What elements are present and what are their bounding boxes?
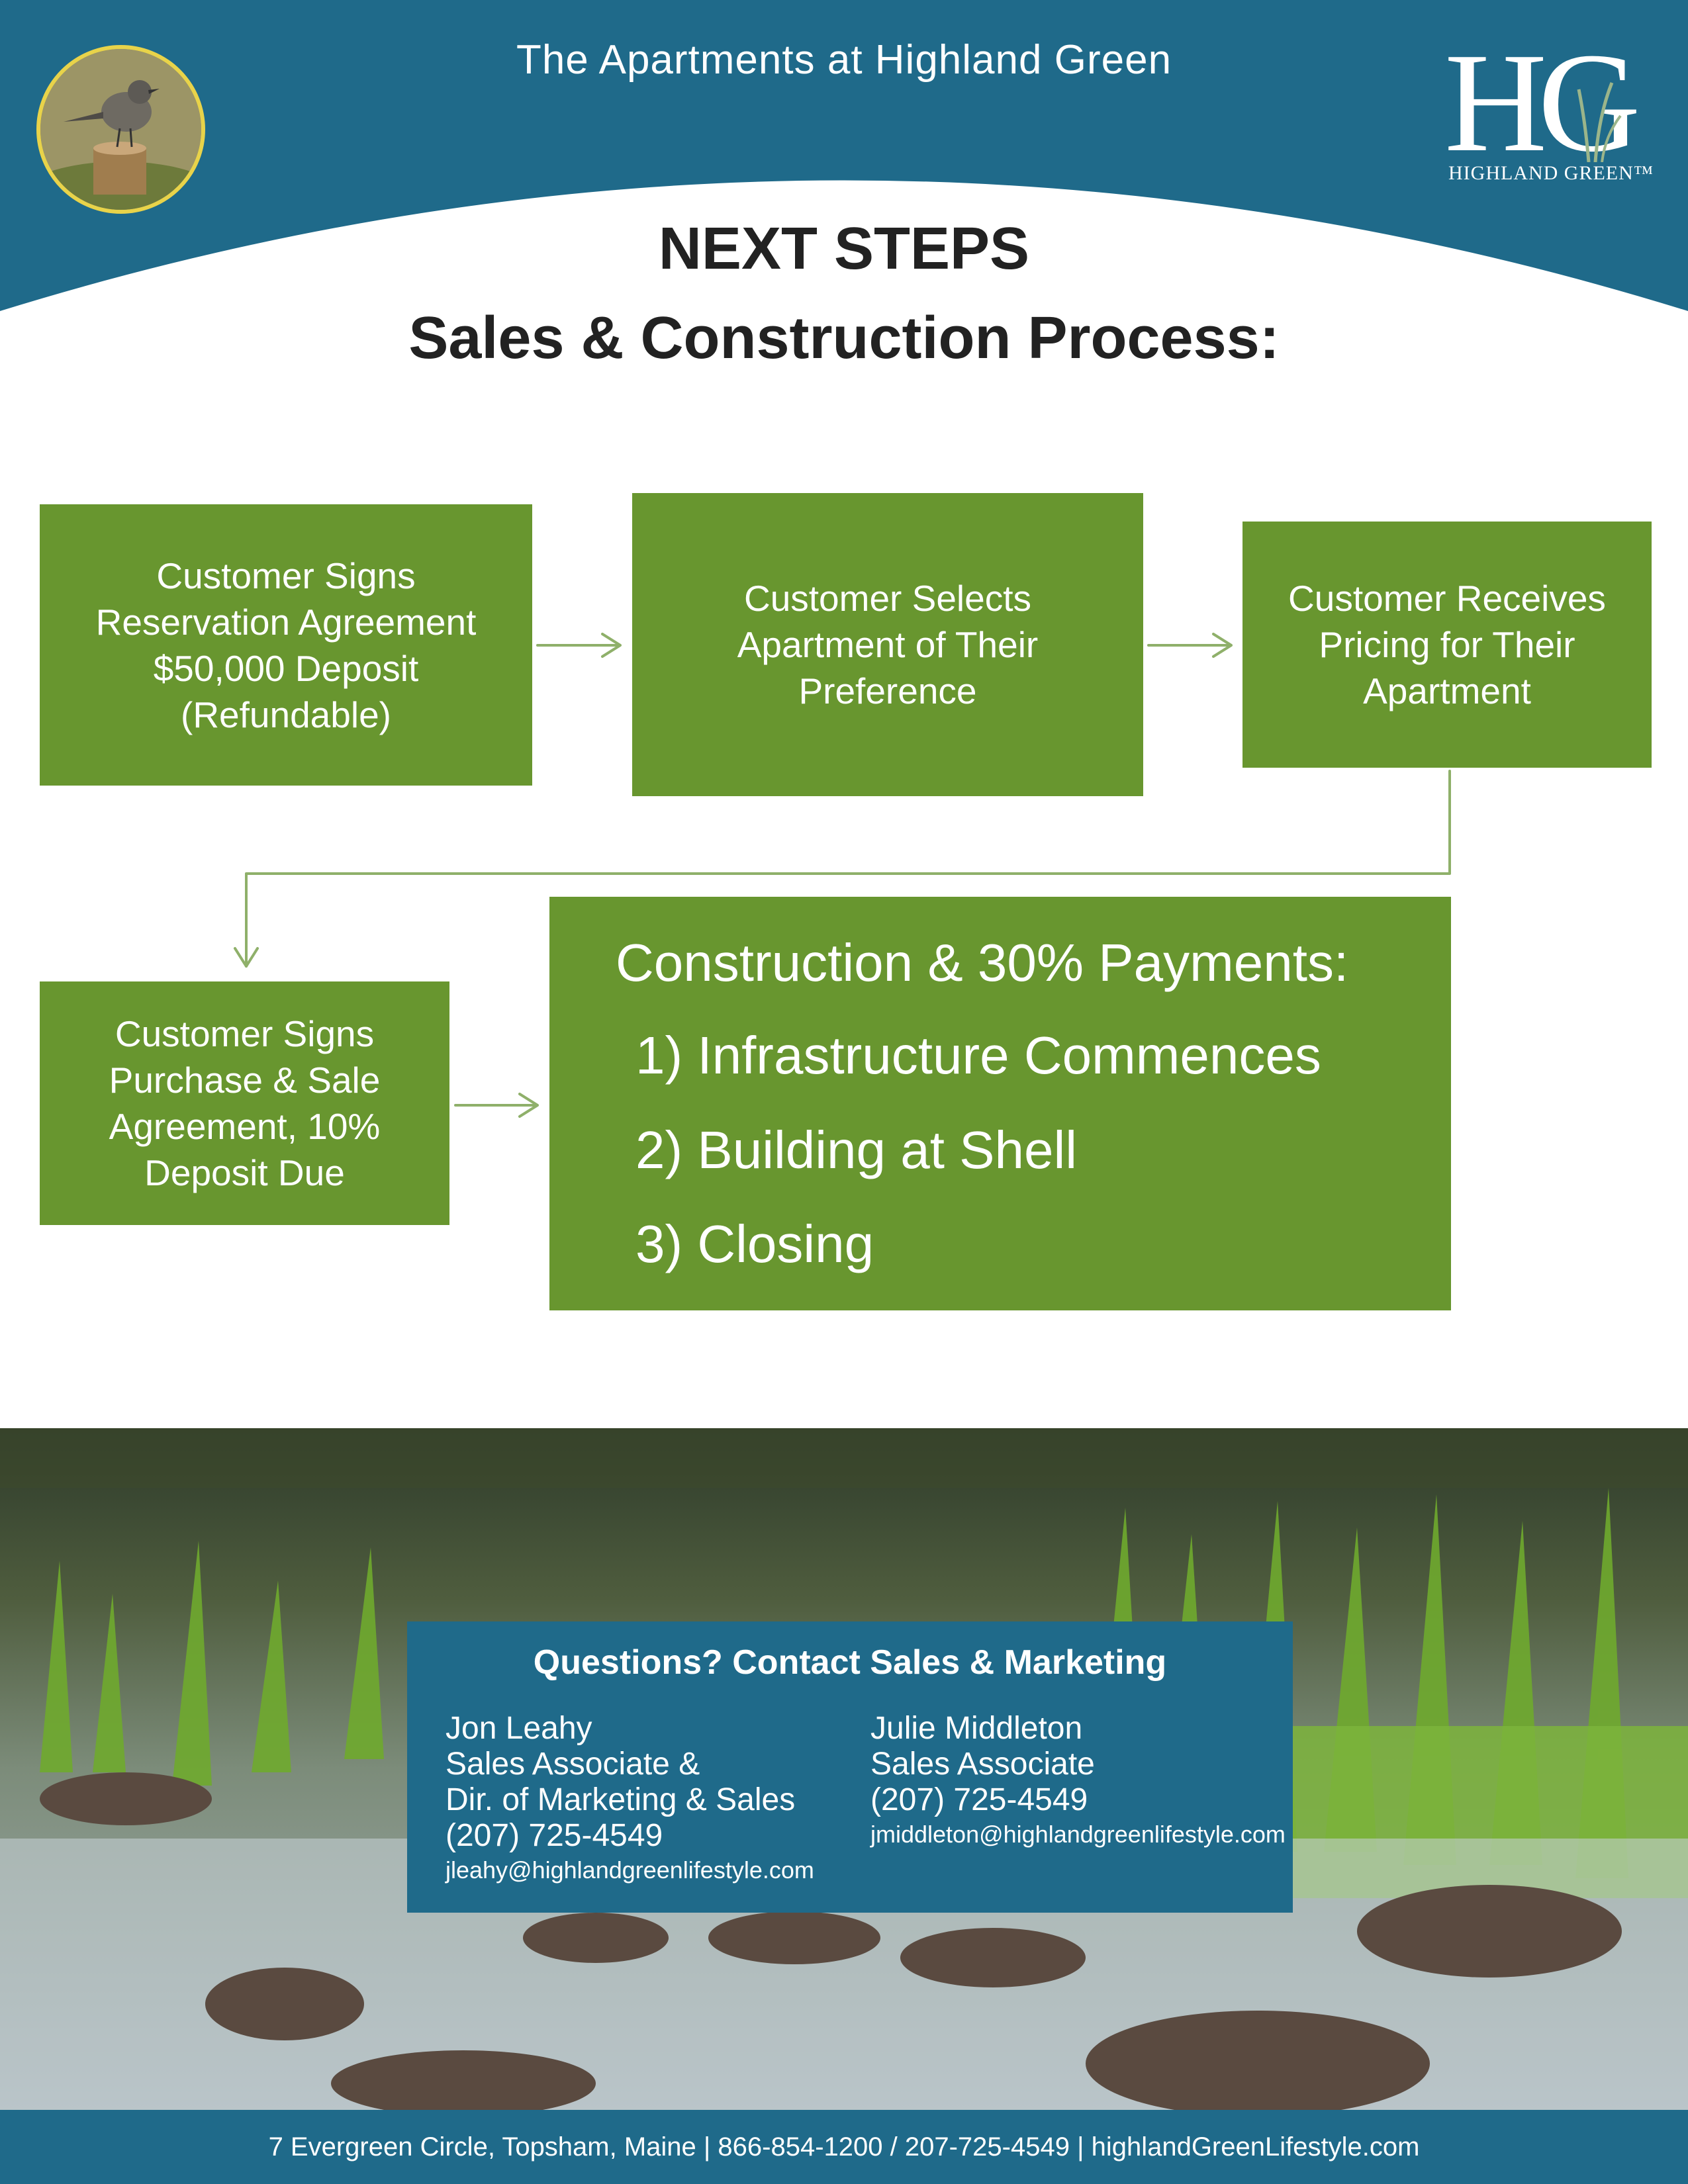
arrow-step1-to-step2 bbox=[536, 633, 622, 658]
river-grass-photo bbox=[0, 1428, 1688, 2110]
highland-green-logo: HG HIGHLAND GREEN™ bbox=[1436, 23, 1655, 189]
contact-name: Jon Leahy bbox=[445, 1711, 592, 1746]
contact-email-link[interactable]: jmiddleton@highlandgreenlifestyle.com bbox=[870, 1821, 1286, 1848]
footer-bar: 7 Evergreen Circle, Topsham, Maine | 866… bbox=[0, 2110, 1688, 2184]
construction-step: 2) Building at Shell bbox=[635, 1120, 1078, 1179]
arrow-step4-to-construction bbox=[454, 1093, 539, 1118]
footer-contact-info: 7 Evergreen Circle, Topsham, Maine | 866… bbox=[268, 2132, 1420, 2161]
logo-mark: HG bbox=[1444, 23, 1641, 181]
page-title: NEXT STEPS bbox=[658, 216, 1030, 282]
contact-role: Dir. of Marketing & Sales bbox=[445, 1782, 796, 1817]
contact-phone[interactable]: (207) 725-4549 bbox=[870, 1782, 1088, 1817]
contact-title: Questions? Contact Sales & Marketing bbox=[533, 1643, 1167, 1682]
header-title: The Apartments at Highland Green bbox=[516, 37, 1172, 83]
logo-wordmark: HIGHLAND GREEN™ bbox=[1448, 162, 1654, 184]
construction-step: 3) Closing bbox=[635, 1214, 874, 1273]
construction-payments-box: Construction & 30% Payments: 1) Infrastr… bbox=[549, 897, 1451, 1310]
contact-phone[interactable]: (207) 725-4549 bbox=[445, 1818, 663, 1853]
contact-panel: Questions? Contact Sales & Marketing Jon… bbox=[407, 1621, 1293, 1913]
step-reservation-agreement: Customer Signs Reservation Agreement $50… bbox=[40, 504, 532, 786]
arrow-step2-to-step3 bbox=[1147, 633, 1233, 658]
contact-role: Sales Associate & bbox=[445, 1747, 700, 1782]
step-receive-pricing: Customer Receives Pricing for Their Apar… bbox=[1243, 522, 1652, 768]
step-purchase-sale-agreement: Customer Signs Purchase & Sale Agreement… bbox=[40, 981, 449, 1225]
construction-step: 1) Infrastructure Commences bbox=[635, 1026, 1321, 1085]
contact-card: Julie Middleton Sales Associate (207) 72… bbox=[870, 1711, 1286, 1851]
bird-photo-avatar bbox=[36, 45, 205, 214]
contact-card: Jon Leahy Sales Associate & Dir. of Mark… bbox=[445, 1711, 814, 1887]
header-banner bbox=[0, 0, 1688, 311]
grass-icon bbox=[1577, 82, 1622, 162]
construction-title: Construction & 30% Payments: bbox=[616, 933, 1349, 992]
step-select-apartment: Customer Selects Apartment of Their Pref… bbox=[632, 493, 1143, 796]
page-subtitle: Sales & Construction Process: bbox=[408, 305, 1280, 371]
contact-email-link[interactable]: jleahy@highlandgreenlifestyle.com bbox=[445, 1856, 814, 1884]
contact-role: Sales Associate bbox=[870, 1747, 1095, 1782]
contact-name: Julie Middleton bbox=[870, 1711, 1083, 1746]
